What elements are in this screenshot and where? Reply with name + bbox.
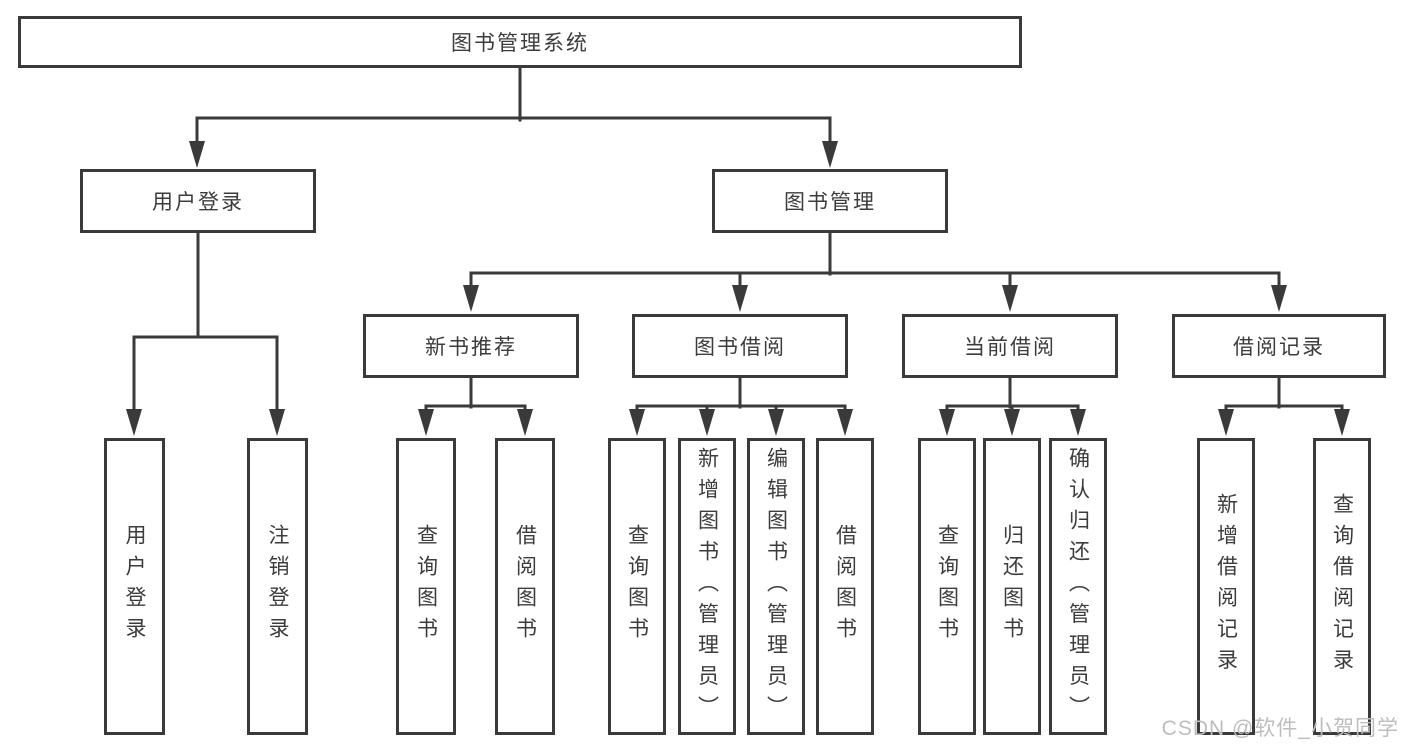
arrowheads bbox=[126, 141, 1350, 436]
leaf-label: 确认归还（管理员） bbox=[1066, 446, 1090, 727]
leaf-query-books-recommend: 查询图书 bbox=[396, 438, 456, 735]
leaf-label: 查询图书 bbox=[935, 524, 959, 649]
leaf-label: 注销登录 bbox=[266, 524, 289, 649]
leaf-query-books-borrow: 查询图书 bbox=[608, 438, 666, 735]
node-borrowing-records: 借阅记录 bbox=[1172, 314, 1386, 378]
leaf-label: 新增借阅记录 bbox=[1214, 493, 1238, 680]
leaf-label: 查询借阅记录 bbox=[1330, 493, 1354, 680]
node-label: 当前借阅 bbox=[964, 336, 1056, 359]
node-label: 用户登录 bbox=[152, 191, 244, 214]
node-label: 新书推荐 bbox=[425, 336, 517, 359]
leaf-label: 查询图书 bbox=[625, 524, 649, 649]
node-label: 借阅记录 bbox=[1233, 336, 1325, 359]
leaf-label: 借阅图书 bbox=[833, 524, 857, 649]
node-user-login: 用户登录 bbox=[80, 169, 316, 233]
leaf-borrow-books-recommend: 借阅图书 bbox=[495, 438, 555, 735]
node-current-borrowing: 当前借阅 bbox=[902, 314, 1118, 378]
csdn-watermark: CSDN @软件_小贺同学 bbox=[1161, 717, 1399, 740]
leaf-logout: 注销登录 bbox=[247, 438, 308, 735]
leaf-edit-book-admin: 编辑图书（管理员） bbox=[747, 438, 805, 735]
leaf-query-books-current: 查询图书 bbox=[918, 438, 976, 735]
leaf-label: 编辑图书（管理员） bbox=[764, 446, 788, 727]
leaf-user-login: 用户登录 bbox=[104, 438, 165, 735]
leaf-label: 借阅图书 bbox=[513, 524, 537, 649]
node-book-borrowing: 图书借阅 bbox=[632, 314, 848, 378]
node-label: 图书管理系统 bbox=[451, 32, 589, 55]
node-label: 图书管理 bbox=[784, 191, 876, 214]
node-library-management-system: 图书管理系统 bbox=[18, 16, 1022, 68]
leaf-confirm-return-admin: 确认归还（管理员） bbox=[1049, 438, 1107, 735]
leaf-add-book-admin: 新增图书（管理员） bbox=[678, 438, 736, 735]
node-new-book-recommend: 新书推荐 bbox=[363, 314, 579, 378]
leaf-label: 查询图书 bbox=[414, 524, 438, 649]
leaf-query-borrow-record: 查询借阅记录 bbox=[1313, 438, 1371, 735]
node-book-management: 图书管理 bbox=[712, 169, 948, 233]
leaf-return-book: 归还图书 bbox=[983, 438, 1041, 735]
leaf-add-borrow-record: 新增借阅记录 bbox=[1197, 438, 1255, 735]
leaf-borrow-books-borrow: 借阅图书 bbox=[816, 438, 874, 735]
leaf-label: 新增图书（管理员） bbox=[695, 446, 719, 727]
leaf-label: 归还图书 bbox=[1000, 524, 1024, 649]
node-label: 图书借阅 bbox=[694, 336, 786, 359]
leaf-label: 用户登录 bbox=[123, 524, 146, 649]
